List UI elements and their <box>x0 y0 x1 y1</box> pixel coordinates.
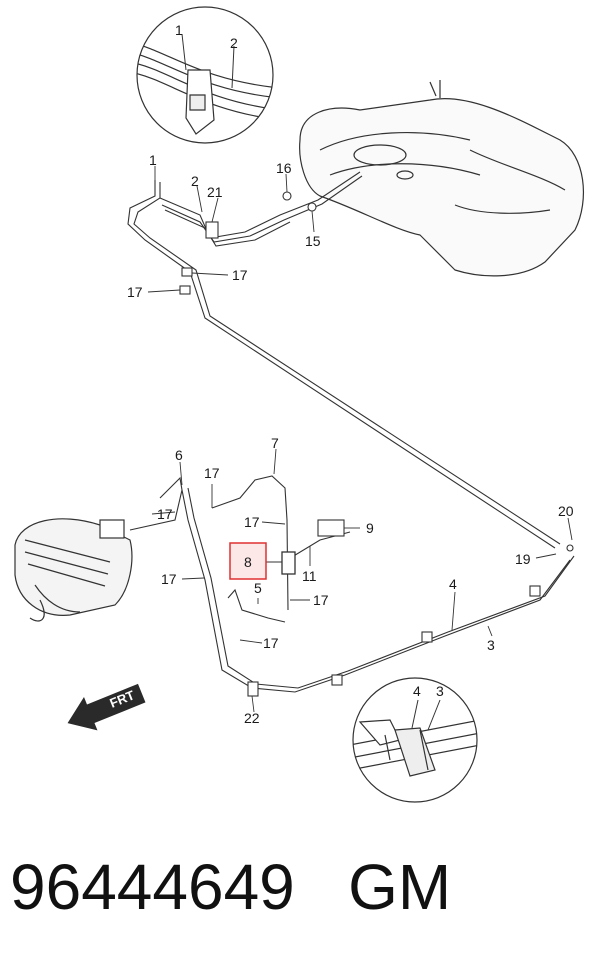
callout-19: 19 <box>515 551 531 567</box>
inset-detail-top <box>136 6 274 144</box>
callout-17-e: 17 <box>244 514 260 530</box>
callout-20: 20 <box>558 503 574 519</box>
callout-17-a: 17 <box>232 267 248 283</box>
callout-17-b: 17 <box>127 284 143 300</box>
callout-3: 3 <box>487 637 495 653</box>
inset-detail-bottom <box>352 677 478 803</box>
callout-8: 8 <box>244 554 252 570</box>
callout-16: 16 <box>276 160 292 176</box>
callout-22: 22 <box>244 710 260 726</box>
callout-17-d: 17 <box>157 506 173 522</box>
callout-2: 2 <box>191 173 199 189</box>
ref-spacer <box>295 851 348 923</box>
highlight-box-part-8 <box>229 542 267 580</box>
callout-7: 7 <box>271 435 279 451</box>
callout-6: 6 <box>175 447 183 463</box>
callout-11: 11 <box>302 568 317 584</box>
part-reference: 96444649 GM <box>10 850 590 924</box>
callout-17-c: 17 <box>204 465 220 481</box>
brand-name: GM <box>348 851 452 923</box>
lower-fuel-lines <box>129 475 575 697</box>
callout-labels: 1 2 1 2 21 16 15 17 17 6 7 17 17 17 9 8 … <box>108 22 574 726</box>
callout-17-f: 17 <box>313 592 329 608</box>
callout-1-inset: 1 <box>175 22 183 38</box>
callout-4: 4 <box>449 576 457 592</box>
callout-9: 9 <box>366 520 374 536</box>
callout-3-inset: 3 <box>436 683 444 699</box>
callout-17-h: 17 <box>263 635 279 651</box>
fuel-tank <box>299 80 585 277</box>
callout-4-inset: 4 <box>413 683 421 699</box>
callout-5: 5 <box>254 580 262 596</box>
callout-21: 21 <box>207 184 223 200</box>
front-direction-arrow <box>67 683 146 731</box>
callout-17-g: 17 <box>161 571 177 587</box>
callout-15: 15 <box>305 233 321 249</box>
part-number: 96444649 <box>10 851 295 923</box>
upper-fuel-lines <box>127 171 561 549</box>
leader-lines <box>147 166 573 713</box>
callout-1: 1 <box>149 152 157 168</box>
engine <box>14 518 133 622</box>
callout-2-inset: 2 <box>230 35 238 51</box>
